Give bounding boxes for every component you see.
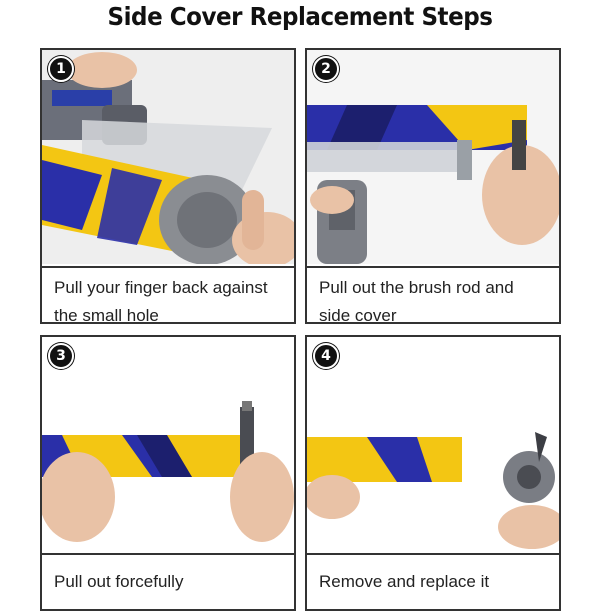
step-4-photo: 4 [307, 337, 559, 551]
step-caption: Pull out forcefully [42, 553, 294, 609]
step-number-badge: 4 [313, 343, 339, 369]
step-2-photo: 2 [307, 50, 559, 264]
step-caption: Remove and replace it [307, 553, 559, 609]
step-panel-2: 2 Pull out the brush rod and side cover [305, 48, 561, 325]
step-caption: Pull out the brush rod and side cover [307, 266, 559, 325]
step-panel-3: 3 Pull out forcefully [40, 335, 296, 611]
step-number-badge: 1 [48, 56, 74, 82]
step-panel-1: 1 Pull your finger back against the smal… [40, 48, 296, 325]
page-title: Side Cover Replacement Steps [107, 2, 493, 31]
step-panel-4: 4 Remove and replace it [305, 335, 561, 611]
step-1-photo: 1 [42, 50, 294, 264]
step-number-badge: 3 [48, 343, 74, 369]
step-number-badge: 2 [313, 56, 339, 82]
step-caption: Pull your finger back against the small … [42, 266, 294, 325]
step-3-photo: 3 [42, 337, 294, 551]
